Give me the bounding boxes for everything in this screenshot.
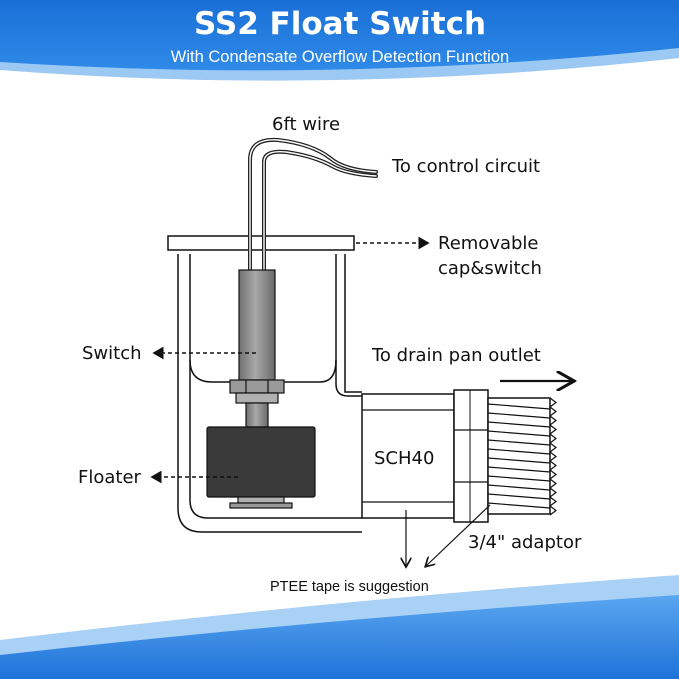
sch40-coupling — [361, 393, 455, 519]
page-title: SS2 Float Switch — [194, 6, 486, 42]
thread-line — [487, 430, 551, 437]
thread-line — [487, 421, 551, 428]
footer-blue-band — [0, 595, 679, 679]
wire-bundle — [248, 137, 378, 272]
removable-cap — [167, 235, 355, 251]
floater-label: Floater — [78, 467, 142, 488]
thread-line — [487, 403, 551, 410]
wire-label: 6ft wire — [272, 114, 340, 135]
thread-line — [487, 475, 551, 482]
header-banner: SS2 Float Switch With Condensate Overflo… — [0, 0, 679, 81]
cap-label-line2: cap&switch — [438, 258, 542, 279]
control-circuit-label: To control circuit — [391, 156, 540, 177]
thread-line — [487, 457, 551, 464]
floater-body — [206, 426, 316, 498]
floater-stop — [237, 496, 285, 504]
switch-rod — [238, 269, 276, 381]
floater-clip — [229, 502, 293, 509]
header-blue-band — [0, 0, 679, 71]
hex-adaptor — [453, 389, 489, 523]
footer-wave — [0, 575, 679, 679]
cap-label-line1: Removable — [438, 233, 539, 254]
switch-stem — [245, 402, 269, 428]
sch40-label: SCH40 — [374, 448, 434, 469]
thread-line — [487, 466, 551, 473]
thread-line — [487, 484, 551, 491]
page-subtitle: With Condensate Overflow Detection Funct… — [171, 48, 509, 66]
switch-washer — [235, 392, 279, 404]
thread-line — [487, 439, 551, 446]
thread-line — [487, 448, 551, 455]
switch-nut — [229, 379, 285, 394]
thread-line — [487, 493, 551, 500]
tape-label: PTEE tape is suggestion — [270, 579, 429, 595]
elbow-housing — [177, 254, 362, 533]
drain-outlet-label: To drain pan outlet — [371, 345, 541, 366]
switch-assembly — [206, 269, 316, 509]
thread-line — [487, 502, 551, 509]
thread-edge — [549, 397, 557, 516]
switch-label: Switch — [82, 343, 142, 364]
threaded-end — [487, 397, 557, 516]
adaptor-label: 3/4" adaptor — [468, 532, 582, 553]
thread-line — [487, 412, 551, 419]
adaptor-arrow — [426, 504, 491, 566]
